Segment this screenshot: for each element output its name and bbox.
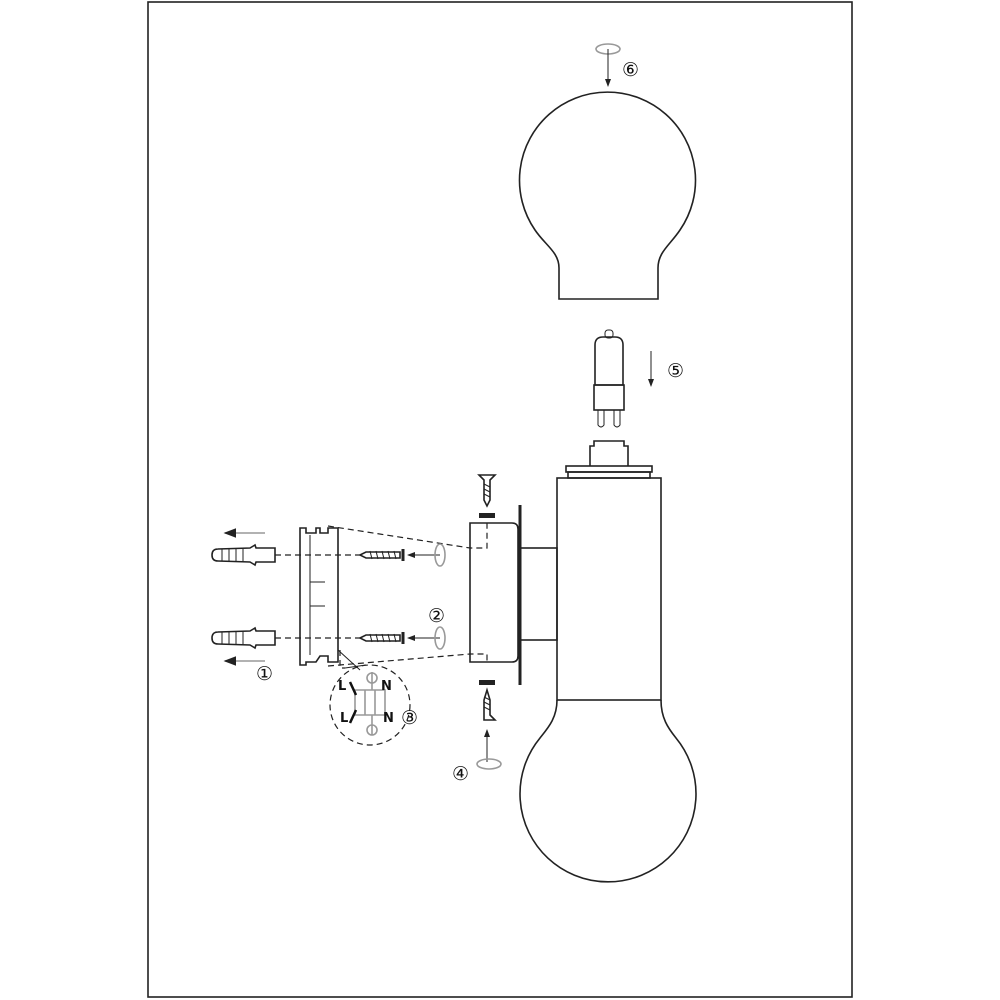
step-5-label: ⑤ — [667, 360, 684, 382]
wire-live-bottom: L — [340, 711, 348, 726]
projection-lines — [275, 523, 488, 669]
wall-screw-upper — [358, 543, 446, 567]
bottom-screw — [476, 680, 502, 770]
lamp-body — [469, 440, 697, 883]
mounting-bracket — [299, 527, 339, 666]
wall-screw-lower — [358, 626, 446, 650]
glass-shade-top — [518, 91, 697, 300]
step-6-label: ⑥ — [622, 59, 639, 81]
wall-anchor-upper — [211, 543, 276, 567]
wire-neutral-top: N — [381, 679, 392, 694]
step-3-label: ③ — [401, 707, 418, 729]
step-1-label: ① — [256, 663, 273, 685]
g9-bulb — [593, 329, 625, 428]
top-screw — [477, 474, 497, 518]
wire-neutral-bottom: N — [383, 711, 394, 726]
wiring-detail — [329, 649, 411, 746]
wall-anchor-lower — [211, 626, 276, 650]
step-2-label: ② — [428, 605, 445, 627]
wire-live-top: L — [338, 679, 346, 694]
page-frame — [147, 1, 853, 998]
rotate-arrow-icon — [595, 43, 621, 87]
step-4-label: ④ — [452, 763, 469, 785]
